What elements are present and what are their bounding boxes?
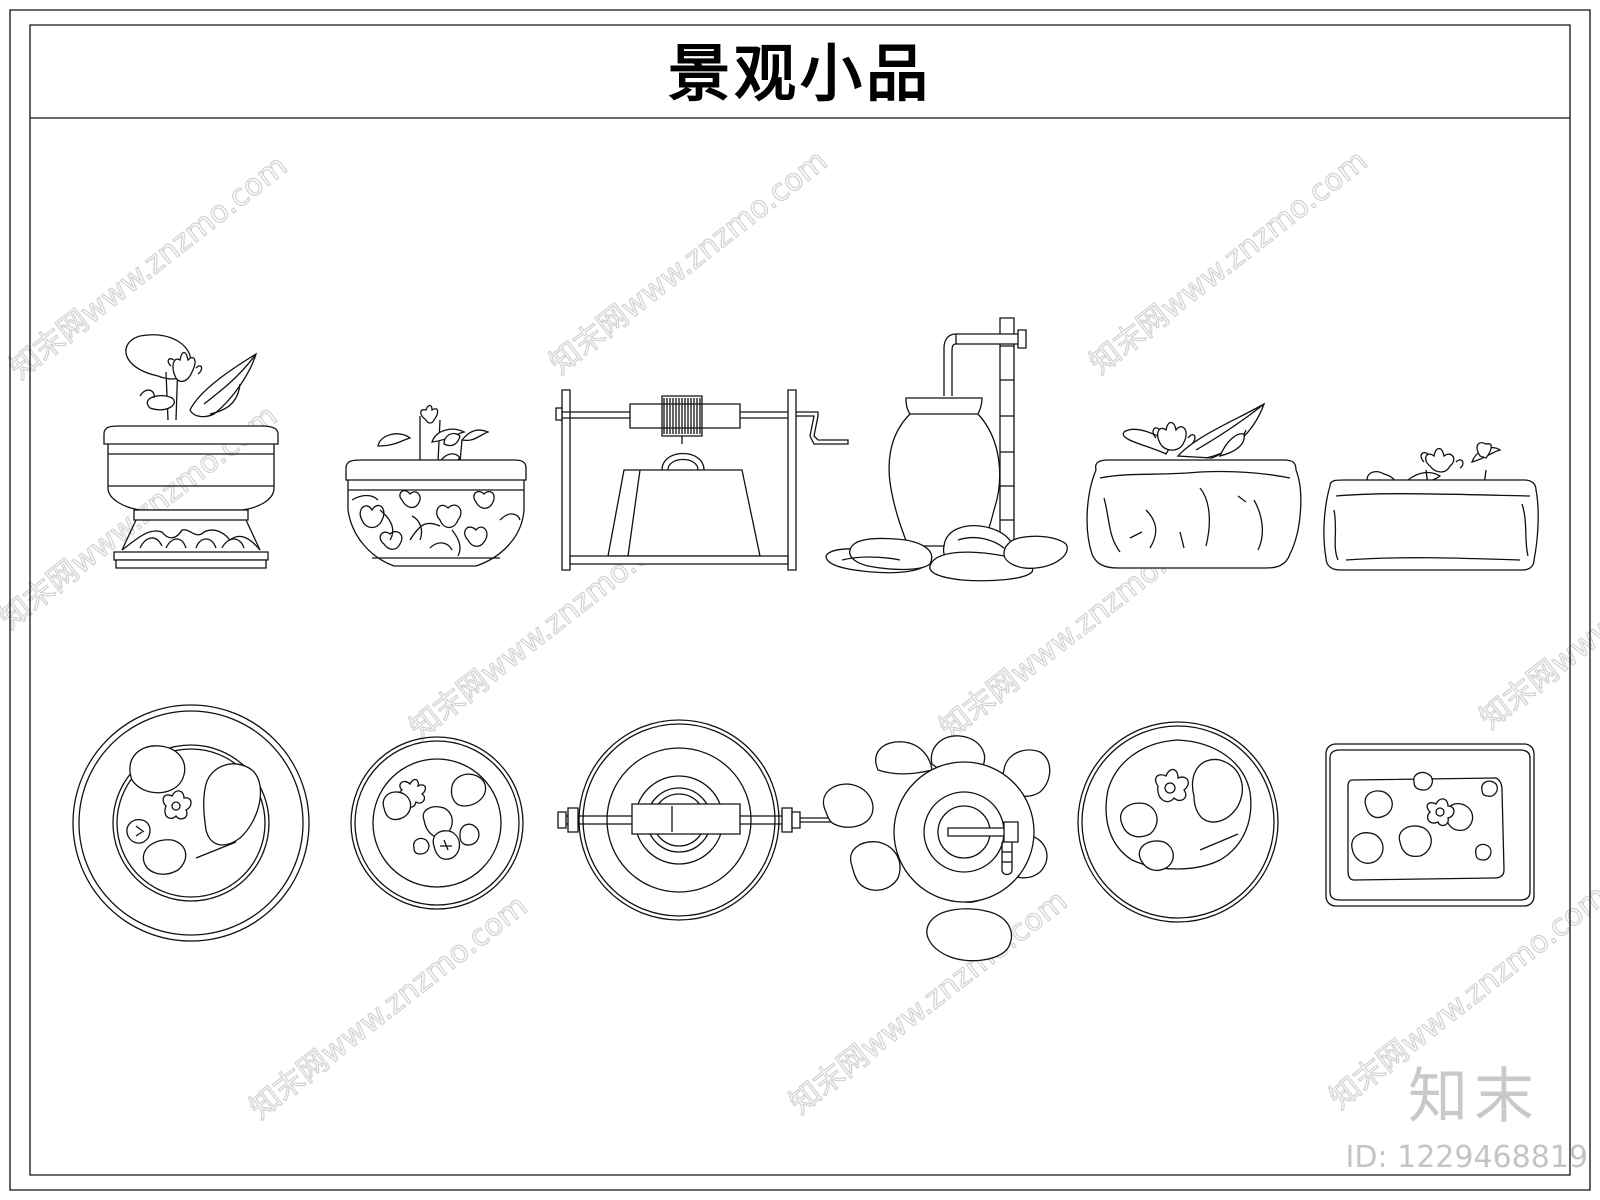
jar-with-bamboo-pipe-elevation bbox=[826, 318, 1067, 581]
brand-logo-text: 知末 bbox=[1408, 1062, 1540, 1132]
well-windlass-elevation bbox=[556, 390, 848, 570]
sheet-title: 景观小品 bbox=[667, 37, 932, 110]
watermark: 知末网www.znzmo.com bbox=[243, 888, 534, 1126]
watermark: 知末网www.znzmo.com bbox=[783, 883, 1074, 1121]
drawing-frame bbox=[10, 10, 1590, 1190]
rectangular-stone-planter-elevation bbox=[1324, 443, 1538, 570]
document-id: ID: 1229468819 bbox=[1345, 1140, 1588, 1175]
watermark: 知末网www.znzmo.com bbox=[1083, 143, 1374, 381]
stone-trough-lotus-elevation bbox=[1087, 404, 1301, 568]
floral-porcelain-pot-elevation bbox=[346, 406, 526, 567]
stone-trough-lotus-plan bbox=[1078, 722, 1278, 922]
lotus-bowl-on-stand-plan bbox=[73, 705, 309, 941]
watermark: 知末网www.znzmo.com bbox=[543, 143, 834, 381]
rectangular-stone-planter-plan bbox=[1326, 744, 1534, 906]
watermark-layer: 知末网www.znzmo.com 知末网www.znzmo.com 知末网www… bbox=[0, 143, 1600, 1127]
lotus-bowl-on-stand-elevation bbox=[104, 335, 278, 568]
jar-with-bamboo-pipe-plan bbox=[823, 736, 1049, 961]
floral-porcelain-pot-plan bbox=[351, 737, 523, 909]
well-windlass-plan bbox=[558, 720, 846, 920]
